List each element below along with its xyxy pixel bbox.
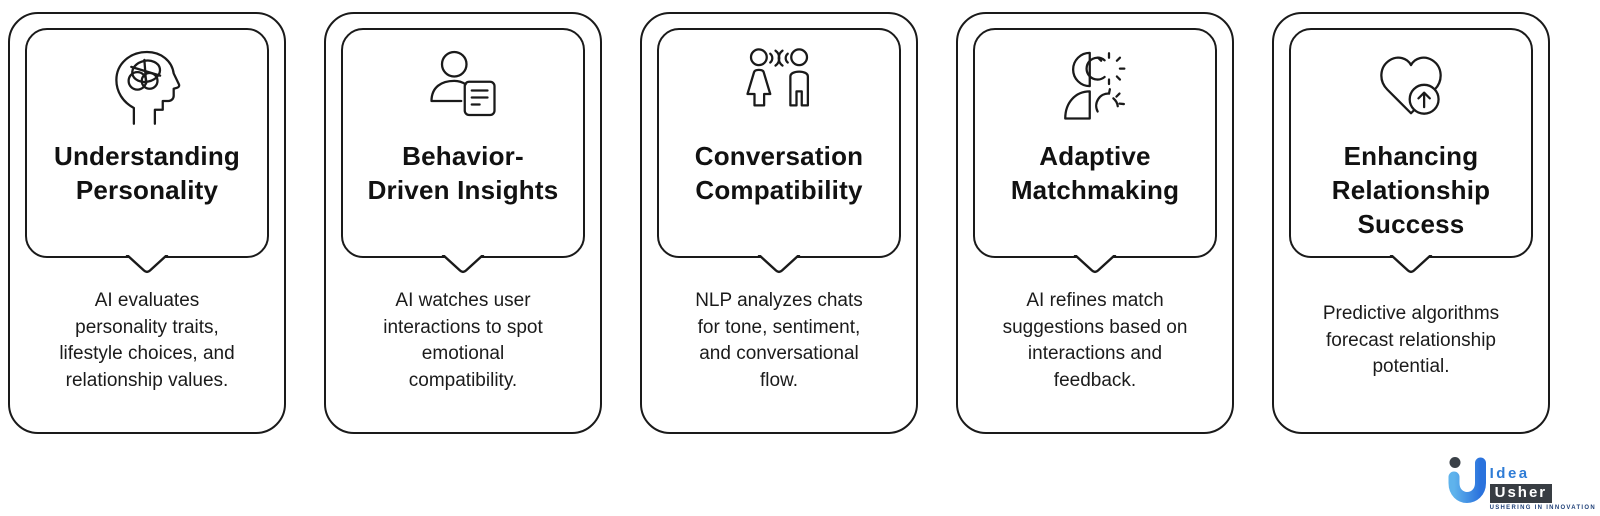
card-title: Behavior- Driven Insights (367, 141, 559, 205)
logo-tagline: USHERING IN INNOVATION (1489, 505, 1596, 511)
speech-bubble: Conversation Compatibility (657, 28, 901, 274)
bubble-tail (1389, 255, 1433, 274)
conversation-people-icon (737, 43, 821, 131)
feature-card-enhancing-relationship-success: Enhancing Relationship Success Predictiv… (1272, 12, 1550, 434)
card-title: Understanding Personality (53, 141, 241, 205)
feature-card-behavior-driven-insights: Behavior- Driven Insights AI watches use… (324, 12, 602, 434)
card-description: AI evaluates personality traits, lifesty… (59, 290, 235, 391)
speech-bubble: Behavior- Driven Insights (341, 28, 585, 274)
card-title: Enhancing Relationship Success (1331, 141, 1491, 239)
card-title: Conversation Compatibility (694, 141, 864, 205)
idea-usher-mark-icon (1448, 457, 1486, 503)
bubble-tail (441, 255, 485, 274)
bubble-tail (757, 255, 801, 274)
card-description: Predictive algorithms forecast relations… (1322, 303, 1500, 378)
speech-bubble: Enhancing Relationship Success (1289, 28, 1533, 274)
logo-brand-bottom: Usher (1489, 484, 1553, 503)
user-document-icon (421, 43, 505, 131)
user-gears-icon (1053, 43, 1137, 131)
bubble-tail (1073, 255, 1117, 274)
feature-card-conversation-compatibility: Conversation Compatibility NLP analyzes … (640, 12, 918, 434)
head-brain-icon (105, 43, 189, 131)
bubble-tail (125, 255, 169, 274)
feature-cards-row: Understanding Personality AI evaluates p… (8, 12, 1550, 434)
card-title: Adaptive Matchmaking (1010, 141, 1180, 205)
feature-card-adaptive-matchmaking: Adaptive Matchmaking AI refines match su… (956, 12, 1234, 434)
heart-growth-icon (1369, 43, 1453, 131)
card-description: NLP analyzes chats for tone, sentiment, … (695, 290, 863, 391)
speech-bubble: Understanding Personality (25, 28, 269, 274)
feature-card-understanding-personality: Understanding Personality AI evaluates p… (8, 12, 286, 434)
speech-bubble: Adaptive Matchmaking (973, 28, 1217, 274)
logo-brand-top: Idea (1489, 465, 1530, 482)
card-description: AI refines match suggestions based on in… (1002, 290, 1188, 391)
card-description: AI watches user interactions to spot emo… (383, 290, 543, 391)
idea-usher-logo: Idea Usher USHERING IN INNOVATION (1446, 456, 1596, 511)
